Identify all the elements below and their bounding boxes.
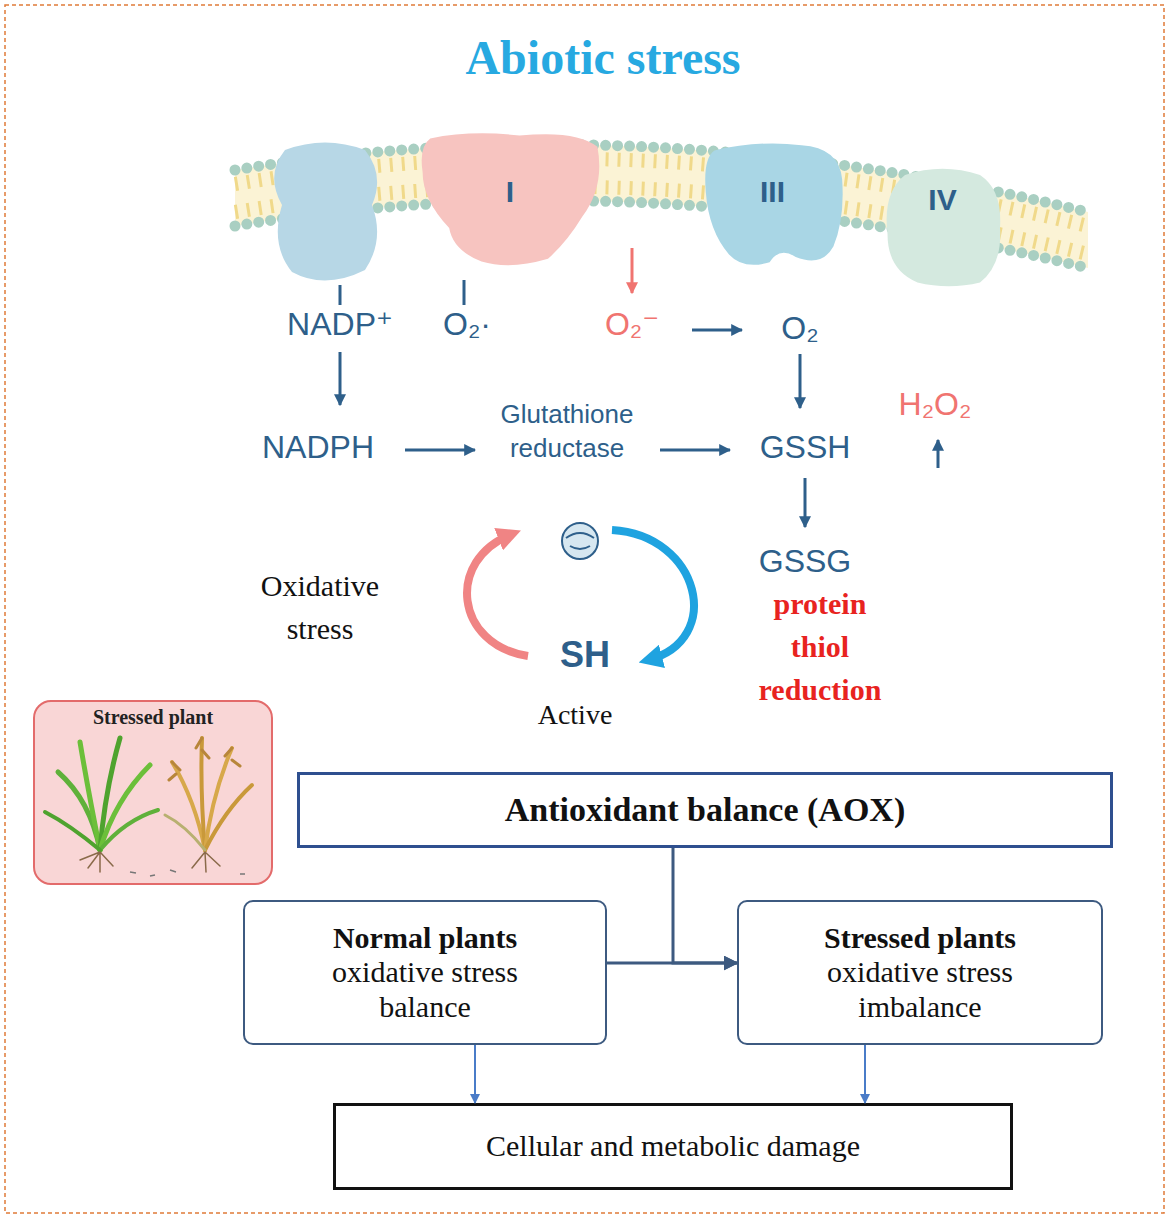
molecule-label: GSSH [745, 429, 865, 466]
pathway-arrow [804, 478, 807, 527]
complex-i: I [415, 130, 605, 270]
pathway-arrow [692, 329, 742, 332]
cycle-arrow [612, 530, 694, 660]
cycle-arrow [467, 534, 528, 656]
damage-box: Cellular and metabolic damage [333, 1103, 1013, 1190]
complex-iii: III [700, 140, 845, 270]
leader-line [339, 285, 342, 305]
molecule-label: O₂ [760, 310, 840, 347]
flow-connector [474, 1045, 476, 1103]
pathway-arrow [405, 449, 475, 452]
radical-label: O₂· [427, 306, 507, 343]
thiol-icon [562, 523, 598, 559]
pathway-arrow [937, 440, 940, 468]
state-label: Active [515, 699, 635, 731]
flow-connector [673, 848, 737, 963]
diagram-title: Abiotic stress [303, 30, 903, 85]
molecule-label: GSSG [745, 543, 865, 580]
pathway-arrow [799, 354, 802, 408]
process-note: protein thiol reduction [745, 583, 895, 712]
node-heading: Stressed plant [93, 706, 213, 729]
node-heading: I [506, 175, 514, 210]
complex-shape [422, 133, 600, 265]
process-note: Oxidative stress [235, 565, 405, 651]
pathway-arrow [339, 352, 342, 405]
node-heading: Normal plants [333, 921, 517, 956]
pathway-arrow [660, 449, 730, 452]
complex-iv: IV [880, 165, 1005, 290]
flow-connector [607, 962, 737, 965]
membrane-label: NADP⁺ [260, 306, 420, 343]
node-heading: IV [928, 183, 956, 218]
enzyme-label: Glutathione reductase [467, 398, 667, 466]
antioxidant-box: Antioxidant balance (AOX) [297, 772, 1113, 848]
stressed-plants-box: Stressed plantsoxidative stress imbalanc… [737, 900, 1103, 1045]
flow-connector [864, 1045, 866, 1103]
molecule-label: H₂O₂ [875, 386, 995, 423]
node-heading: III [760, 175, 785, 210]
leader-line [463, 280, 466, 305]
node-body: oxidative stress imbalance [785, 955, 1055, 1024]
node-heading: Antioxidant balance (AOX) [505, 790, 905, 829]
membrane-complex [274, 143, 377, 281]
normal-plants-box: Normal plantsoxidative stress balance [243, 900, 607, 1045]
thiol-label: SH [535, 634, 635, 675]
outer-frame [5, 5, 1164, 1213]
node-body: oxidative stress balance [290, 955, 560, 1024]
molecule-label: NADPH [238, 429, 398, 466]
node-heading: Stressed plants [824, 921, 1016, 956]
node-heading: Cellular and metabolic damage [486, 1129, 860, 1164]
thiol-icon-detail [566, 533, 594, 549]
complex-shape [705, 143, 842, 264]
complex-shape [887, 169, 1001, 287]
stressed-plant-box: Stressed plant [33, 700, 273, 885]
radical-label: O₂⁻ [592, 306, 672, 343]
superoxide-arrow [631, 248, 634, 293]
